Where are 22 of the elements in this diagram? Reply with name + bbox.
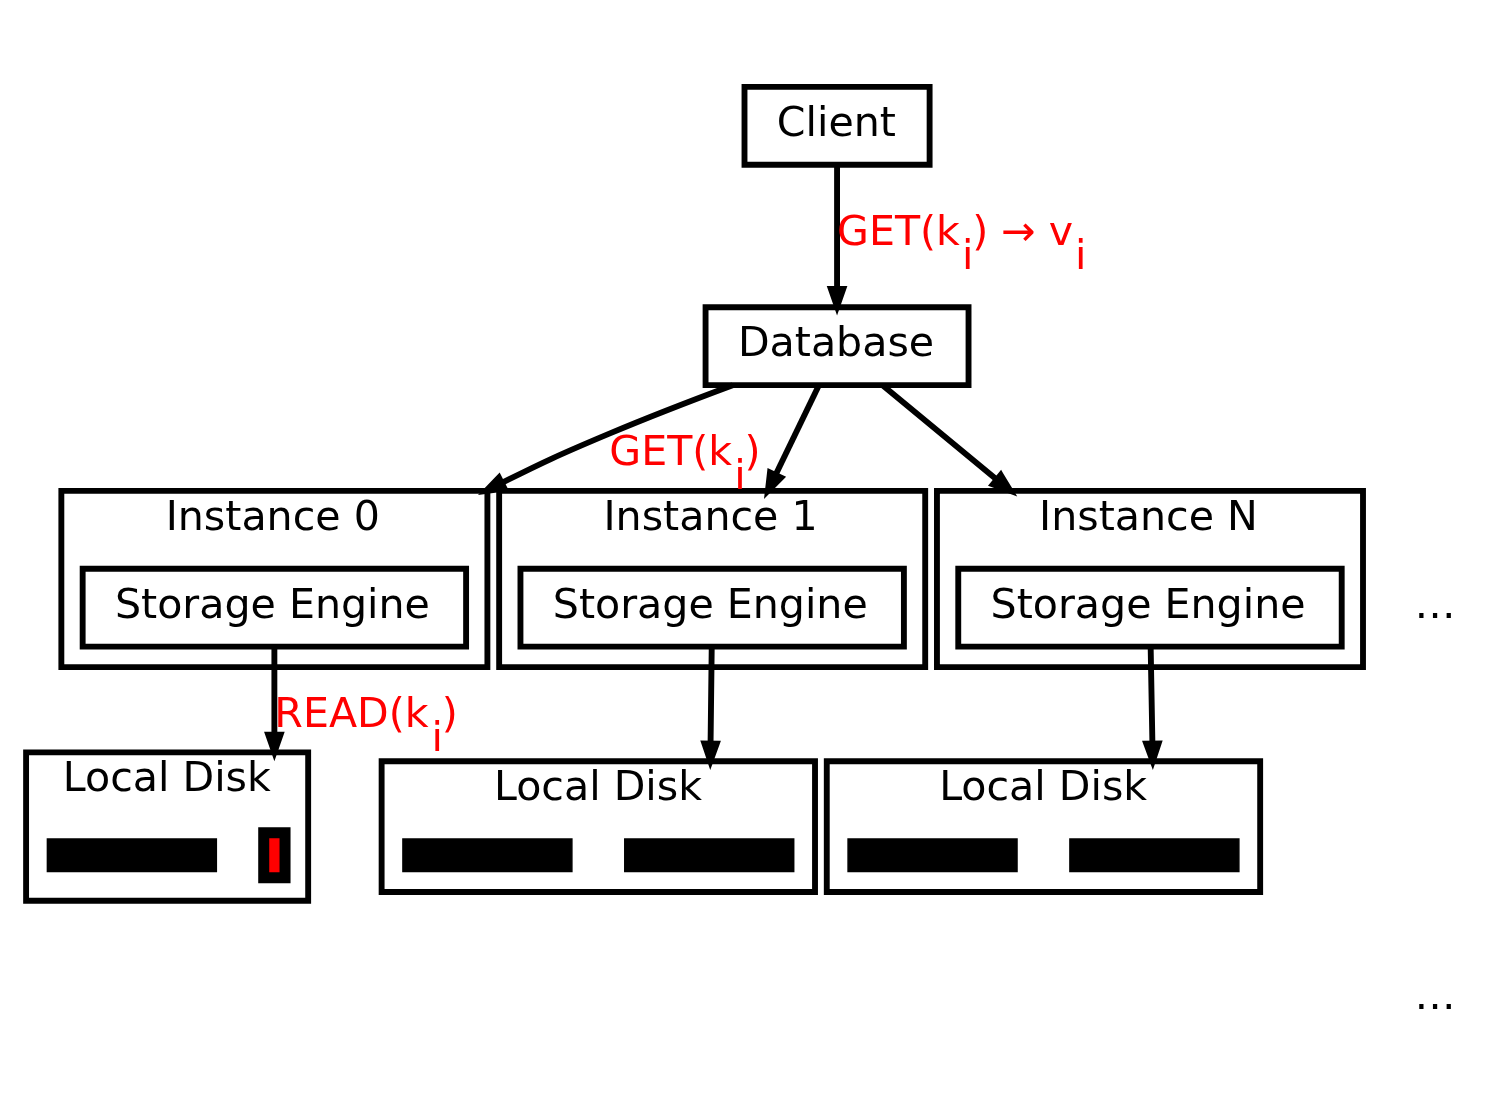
label: … xyxy=(1414,579,1456,628)
node-box: Storage Engine xyxy=(517,565,907,650)
arrow xyxy=(826,165,848,316)
cluster: Local Disk xyxy=(23,749,312,904)
cluster: Local Disk xyxy=(823,758,1264,895)
node-bar xyxy=(1069,838,1240,873)
arrow xyxy=(478,382,734,495)
cluster: Local Disk xyxy=(378,758,818,895)
arrow xyxy=(264,646,285,762)
node-bar xyxy=(269,838,280,873)
node-bar xyxy=(847,838,1018,873)
arrow xyxy=(1142,646,1163,771)
node-box: Database xyxy=(702,304,972,389)
label: … xyxy=(1414,970,1456,1019)
node-box: Storage Engine xyxy=(79,565,470,650)
arrow xyxy=(700,646,721,771)
node-box: Storage Engine xyxy=(955,565,1345,650)
node-bar xyxy=(46,838,218,873)
node-bar xyxy=(624,838,795,873)
node-box: Client xyxy=(741,83,933,168)
cluster xyxy=(258,827,291,884)
node-bar xyxy=(402,838,573,873)
